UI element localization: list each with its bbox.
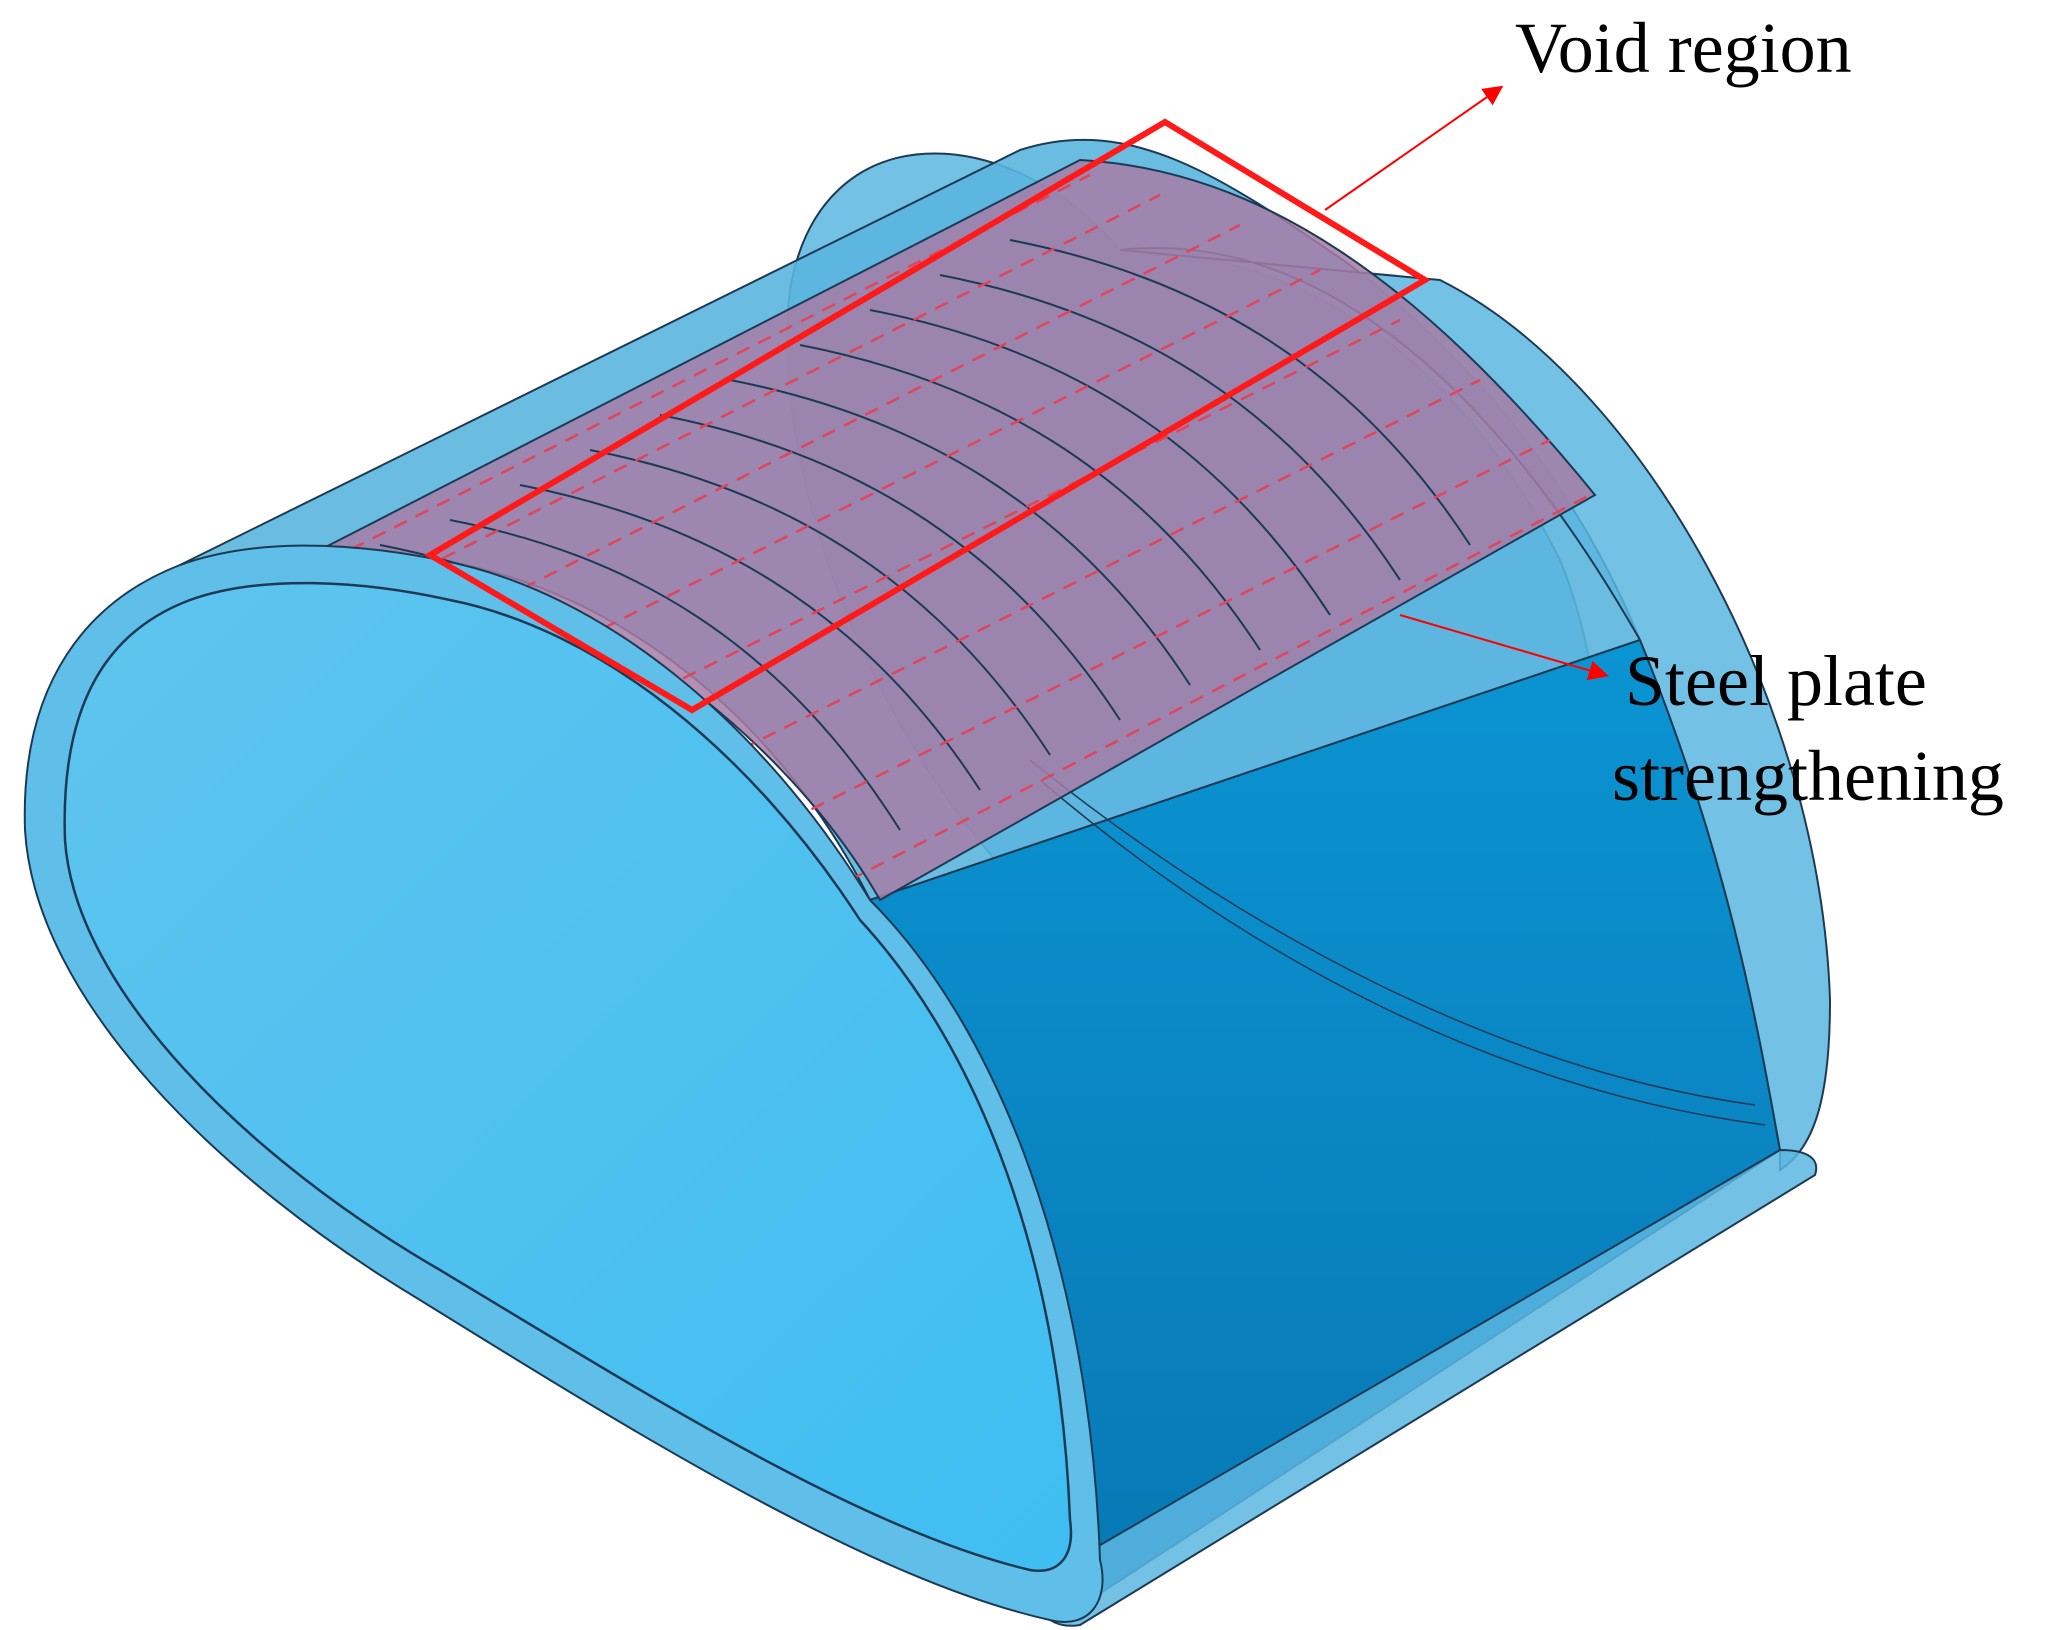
interior-curve-line-2 <box>1029 759 1756 1106</box>
void-region-arrow <box>1324 85 1504 211</box>
steel-plate-arrow <box>1399 614 1609 681</box>
void-region-outline <box>424 118 1431 714</box>
front-portal-inner <box>63 581 1073 1573</box>
interior-curve-line <box>1039 779 1766 1126</box>
steel-plate-label-line1: Steel plate <box>1625 641 1927 721</box>
steel-plate-label-line2: strengthening <box>1612 736 2004 816</box>
void-region-label: Void region <box>1515 8 1852 88</box>
